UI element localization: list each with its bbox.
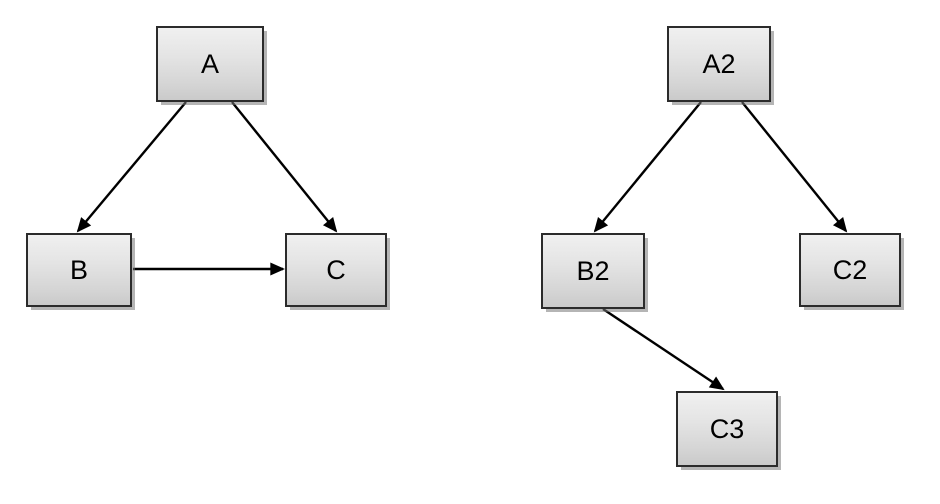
node-c3[interactable]: C3 bbox=[676, 391, 778, 467]
edge-line bbox=[741, 101, 847, 232]
node-c2-label: C2 bbox=[832, 254, 868, 285]
edge-line bbox=[231, 101, 337, 232]
node-c[interactable]: C bbox=[285, 233, 387, 307]
node-b2[interactable]: B2 bbox=[541, 233, 645, 309]
node-b[interactable]: B bbox=[26, 233, 132, 307]
arrowhead-icon bbox=[322, 217, 338, 233]
edge-a-to-b bbox=[76, 101, 187, 233]
edge-line bbox=[77, 101, 187, 232]
arrowhead-icon bbox=[270, 262, 285, 276]
node-a2[interactable]: A2 bbox=[667, 26, 771, 102]
arrowhead-icon bbox=[832, 217, 848, 233]
node-a2-label: A2 bbox=[702, 48, 736, 79]
arrowhead-icon bbox=[708, 376, 725, 391]
arrowhead-icon bbox=[593, 217, 609, 233]
edge-a-to-c bbox=[231, 101, 338, 233]
node-c-label: C bbox=[326, 254, 346, 285]
edge-b-to-c bbox=[133, 262, 285, 276]
node-c3-label: C3 bbox=[709, 413, 745, 444]
arrowhead-icon bbox=[76, 217, 92, 233]
edge-a2-to-c2 bbox=[741, 101, 848, 233]
node-b2-label: B2 bbox=[576, 255, 610, 286]
node-a[interactable]: A bbox=[156, 26, 264, 102]
edge-b2-to-c3 bbox=[602, 308, 725, 391]
node-b-label: B bbox=[69, 254, 88, 285]
edge-line bbox=[602, 308, 724, 390]
node-a-label: A bbox=[200, 48, 219, 79]
node-c2[interactable]: C2 bbox=[799, 233, 901, 307]
edge-a2-to-b2 bbox=[593, 101, 702, 233]
edge-line bbox=[594, 101, 702, 232]
